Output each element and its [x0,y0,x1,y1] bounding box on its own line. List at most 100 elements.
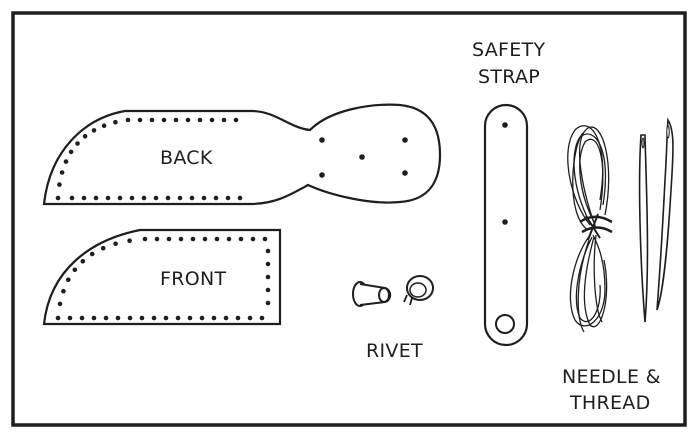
stitch-hole [93,195,99,201]
stitch-hole [226,236,232,242]
stitch-hole [137,117,143,123]
stitch-hole [233,117,239,123]
needle-thread-label-line2: THREAD [569,392,651,414]
rivet-cap-right [406,275,434,301]
front-piece [42,228,282,326]
stitch-hole [187,315,193,321]
needle-thread-label-line1: NEEDLE & [562,366,661,388]
stitch-hole [113,241,118,247]
stitch-hole [82,134,88,139]
stitch-hole [189,195,195,201]
stitch-hole [91,128,97,133]
stitch-hole [238,236,244,242]
stitch-hole [262,236,268,242]
stitch-hole [69,195,75,201]
stitch-hole [139,315,145,321]
rivet-cap-right-stem [403,294,413,306]
stitch-hole [81,195,87,201]
stitch-hole [80,259,86,264]
stitch-hole [66,277,71,283]
stitch-hole [68,149,74,155]
stitch-hole [63,159,69,164]
stitch-hole [214,236,220,242]
stitch-hole [89,251,95,257]
stitch-hole [59,170,65,175]
stitch-hole [223,315,229,321]
stitch-hole [100,245,106,251]
stitch-hole [153,195,159,201]
stitch-hole [165,195,171,201]
stitch-hole [125,117,131,123]
stitch-hole [149,117,155,123]
stitch-hole [221,117,227,123]
stitch-hole [129,195,135,201]
thread-icon [567,125,613,333]
stitch-hole [161,117,167,123]
stitch-hole [190,236,196,242]
stitch-hole [185,117,191,123]
stitch-hole [402,170,408,176]
stitch-hole [72,267,78,273]
rivet-icon [352,275,434,307]
rivet-label: RIVET [366,340,423,362]
front-label: FRONT [160,268,226,290]
stitch-hole [166,236,172,242]
stitch-hole [75,141,80,146]
stitch-hole [79,315,85,321]
stitch-hole [57,182,62,187]
stitch-hole [113,119,118,125]
stitch-hole [199,315,205,321]
stitch-hole [209,117,215,123]
rivet-post-end [378,287,390,303]
stitch-hole [225,195,231,201]
stitch-hole [201,195,207,201]
front-stitch-holes [55,236,271,321]
needle-icon-right [656,117,674,311]
stitch-hole [57,301,63,307]
stitch-hole [163,315,169,321]
stitch-hole [91,315,97,321]
stitch-hole [103,315,109,321]
stitch-hole [142,236,148,242]
stitch-hole [259,315,265,321]
stitch-hole [265,300,271,306]
stitch-hole [250,236,256,242]
safety-strap-rivet-hole [495,314,515,334]
stitch-hole [151,315,157,321]
stitch-hole [127,315,133,321]
stitch-hole [359,154,365,160]
needle-icon-left [638,134,649,323]
stitch-hole [117,195,123,201]
stitch-hole [247,315,253,321]
stitch-hole [175,315,181,321]
safety-strap-label-line2: STRAP [478,66,540,88]
stitch-hole [265,248,271,254]
stitch-hole [178,236,184,242]
stitch-hole [55,315,61,321]
stitch-hole [265,261,271,267]
safety-strap-label-line1: SAFETY [472,39,545,61]
stitch-hole [141,195,147,201]
stitch-hole [101,123,107,128]
stitch-hole [177,195,183,201]
stitch-hole [265,274,271,280]
stitch-hole [55,195,61,201]
stitch-hole [319,172,325,178]
stitch-hole [105,195,111,201]
back-piece [42,103,442,206]
stitch-hole [127,238,132,243]
stitch-hole [173,117,179,123]
stitch-hole [67,315,73,321]
back-stitch-holes [55,117,408,201]
stitch-hole [154,236,160,242]
diagram-frame [11,11,687,427]
stitch-hole [319,137,325,143]
stitch-hole [213,195,219,201]
stitch-hole [265,287,271,293]
stitch-hole [61,288,66,294]
stitch-hole [211,315,217,321]
stitch-hole [237,195,243,201]
safety-strap-piece [483,103,529,347]
stitch-hole [202,236,208,242]
stitch-hole [235,315,241,321]
